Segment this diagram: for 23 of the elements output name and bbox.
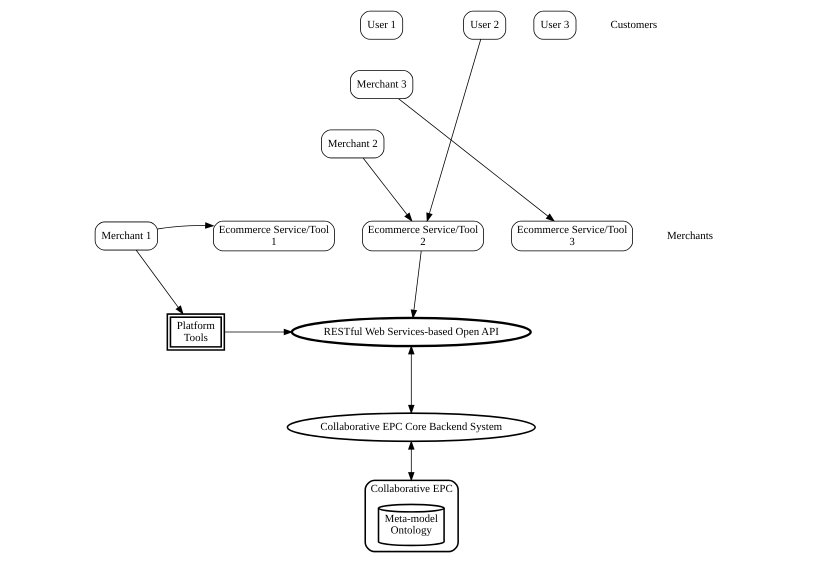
- arrow: [408, 345, 415, 414]
- arrow: [136, 250, 184, 315]
- label: Merchants: [666, 230, 714, 242]
- node-box: Platform Tools: [166, 313, 226, 351]
- node-box: Ecommerce Service/Tool 2: [362, 220, 484, 252]
- node-box: User 3: [533, 10, 576, 40]
- arrow: [410, 250, 422, 320]
- arrow: [157, 222, 214, 230]
- arrow: [408, 440, 415, 482]
- node-ellipse: Collaborative EPC Core Backend System: [286, 412, 536, 442]
- arrow: [398, 98, 556, 222]
- node-box: Ecommerce Service/Tool 3: [511, 220, 633, 252]
- arrow: [224, 328, 294, 336]
- arrow: [362, 158, 413, 222]
- arrow: [426, 39, 482, 222]
- node-ellipse: RESTful Web Services-based Open API: [290, 316, 532, 348]
- node-box: Merchant 1: [94, 222, 158, 250]
- node-box: Ecommerce Service/Tool 1: [213, 220, 335, 252]
- node-box: User 1: [360, 10, 404, 40]
- node-box: Merchant 2: [321, 129, 384, 158]
- node-box: Merchant 3: [350, 70, 414, 99]
- node-box: User 2: [463, 10, 506, 40]
- label: Customers: [610, 19, 658, 32]
